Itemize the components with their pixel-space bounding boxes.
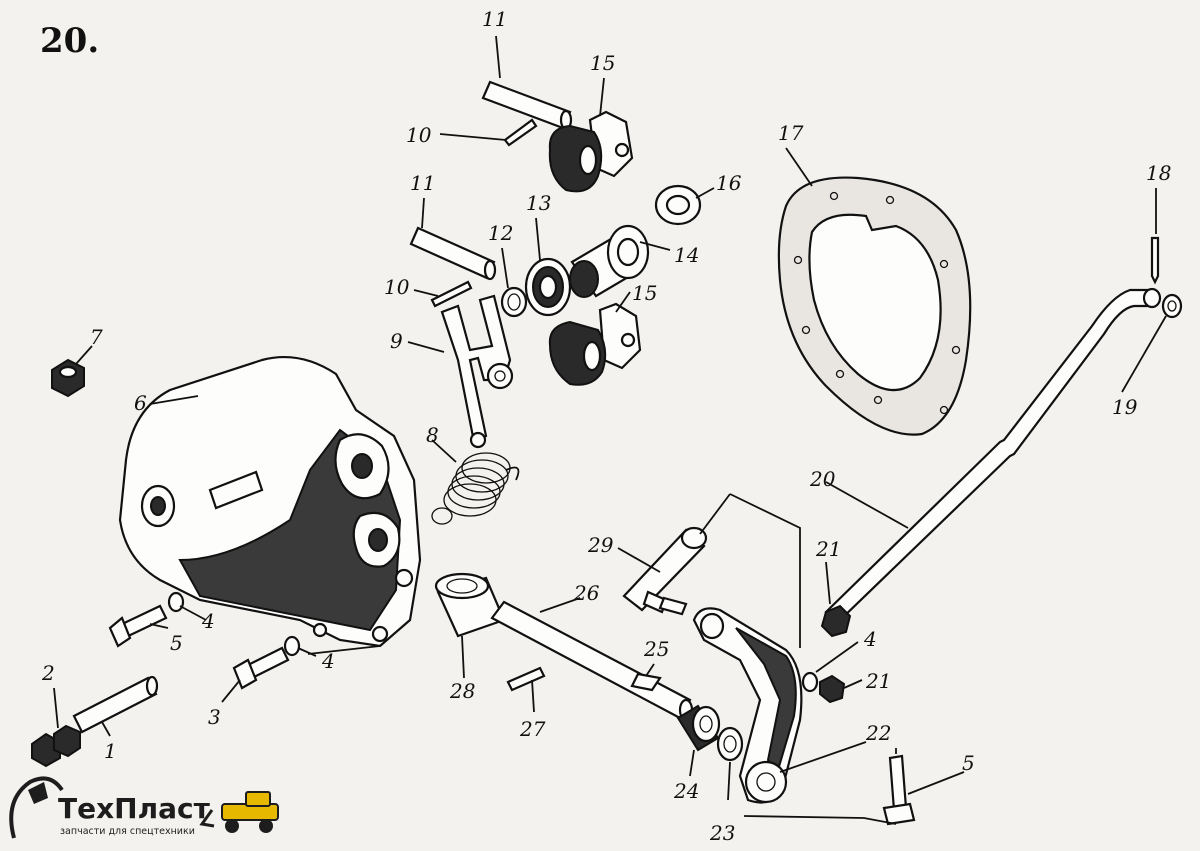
label-23: 23 (709, 821, 735, 845)
part-14-shaft-bushing (569, 224, 650, 298)
part-25-key (630, 672, 662, 692)
label-12: 12 (488, 221, 513, 245)
label-24: 24 (673, 779, 699, 803)
label-22: 22 (865, 721, 891, 745)
part-1-stud (72, 675, 159, 734)
label-6: 6 (134, 391, 147, 415)
part-11-second-pin (409, 226, 497, 281)
label-5-right: 5 (962, 751, 975, 775)
label-14: 14 (674, 243, 699, 267)
part-26-shaft (490, 600, 694, 722)
label-16: 16 (716, 171, 742, 195)
part-3-bolt (232, 646, 290, 690)
part-15-top-lever (548, 110, 634, 193)
part-4-washer-right (801, 671, 819, 693)
label-26: 26 (573, 581, 600, 605)
part-16-washer (654, 184, 702, 226)
label-10-top: 10 (406, 123, 432, 147)
label-18: 18 (1146, 161, 1171, 185)
label-8: 8 (426, 423, 439, 447)
label-7: 7 (90, 325, 103, 349)
label-17: 17 (778, 121, 804, 145)
label-11-top: 11 (482, 7, 507, 31)
label-20: 20 (809, 467, 836, 491)
part-15-second-lever (548, 302, 642, 386)
label-9: 9 (390, 329, 403, 353)
part-5-bolt-right (882, 754, 916, 826)
label-4-middle: 4 (321, 649, 335, 673)
part-4-washer-left (167, 591, 185, 613)
leader-lines (53, 35, 1167, 825)
label-11-second: 11 (410, 171, 435, 195)
logo-tagline: запчасти для спецтехники (60, 826, 195, 837)
part-10-top-cotter (503, 118, 538, 147)
part-9-fork-lever (440, 294, 514, 449)
part-18-cotter-pin (1150, 236, 1160, 285)
label-15-second: 15 (632, 281, 657, 305)
part-23-washer (716, 726, 744, 762)
label-2: 2 (41, 661, 55, 685)
label-13: 13 (526, 191, 551, 215)
label-1: 1 (104, 739, 117, 763)
part-11-top-pin (481, 80, 573, 131)
part-5-bolt-left (108, 604, 168, 648)
label-25: 25 (643, 637, 669, 661)
part-24-bushing (676, 704, 721, 752)
part-29-pin-bolt (622, 526, 708, 616)
part-2-nuts (31, 724, 81, 768)
label-4-left: 4 (201, 609, 215, 633)
part-28-bushing (434, 572, 506, 638)
part-19-washer (1161, 293, 1183, 319)
label-5-left: 5 (170, 631, 183, 655)
logo-name: ТехПласт (58, 792, 211, 825)
part-13-bearing (524, 257, 572, 317)
part-27-pin (506, 666, 546, 692)
label-28: 28 (449, 679, 475, 703)
part-22-pedal-lever (692, 607, 803, 804)
part-21-nut-lower (819, 674, 846, 704)
part-8-spring (431, 452, 520, 525)
label-29: 29 (587, 533, 614, 557)
label-3: 3 (208, 705, 221, 729)
label-15-top: 15 (590, 51, 615, 75)
part-20-rod (824, 287, 1162, 624)
part-7-nut (51, 358, 85, 398)
part-21-nut-upper (820, 604, 852, 638)
techplast-logo: ТехПласт запчасти для спецтехники (9, 776, 279, 839)
label-21-upper: 21 (815, 537, 841, 561)
figure-number: 20. (40, 21, 99, 61)
part-4-washer-middle (283, 635, 301, 657)
part-labels: 11 15 10 17 16 18 11 13 12 14 10 15 7 9 … (41, 7, 1171, 845)
part-12-ring (500, 286, 528, 318)
part-10-second-cotter (430, 280, 473, 308)
label-19: 19 (1112, 395, 1138, 419)
label-4-right: 4 (863, 627, 877, 651)
label-10-second: 10 (384, 275, 410, 299)
label-21-lower: 21 (865, 669, 891, 693)
part-6-housing (118, 356, 422, 648)
label-27: 27 (519, 717, 546, 741)
part-17-gasket (777, 176, 972, 436)
